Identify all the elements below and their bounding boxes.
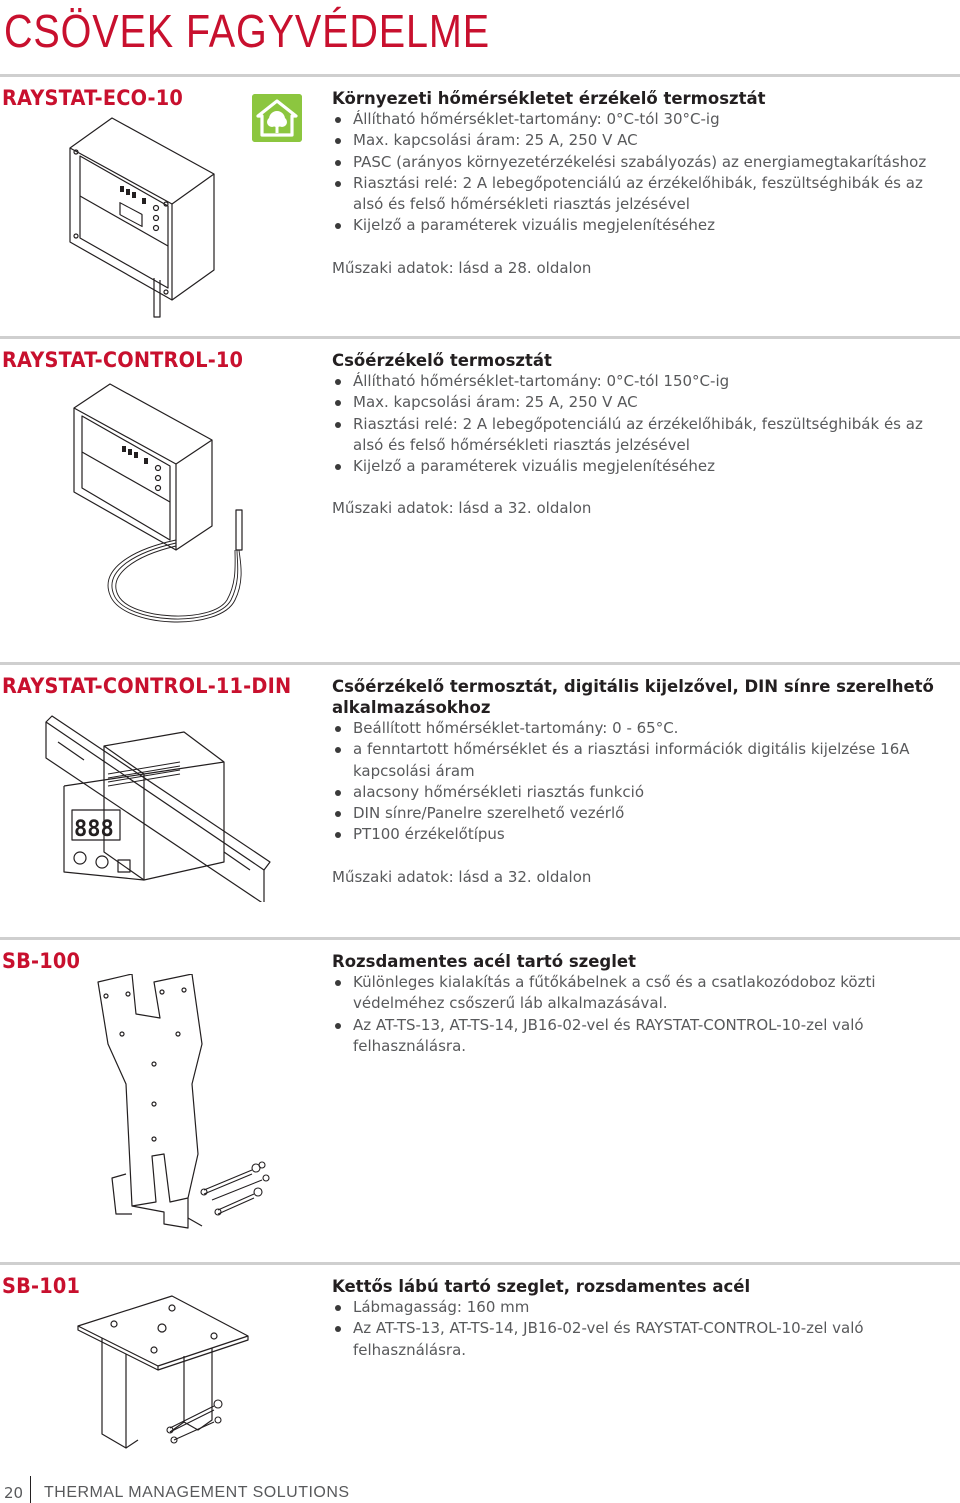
product-section-raystat-eco-10: RAYSTAT-ECO-10 Környezeti hőmérsékletet … <box>0 74 960 324</box>
eco-house-tree-icon <box>252 94 302 142</box>
din-rail-thermostat-illustration: 888 <box>45 715 271 902</box>
tech-reference: Műszaki adatok: lásd a 32. oldalon <box>332 499 592 518</box>
feature-item: Max. kapcsolási áram: 25 A, 250 V AC <box>332 392 942 413</box>
product-section-raystat-control-11-din: RAYSTAT-CONTROL-11-DIN Csőérzékelő termo… <box>0 662 960 932</box>
product-description: Környezeti hőmérsékletet érzékelő termos… <box>332 88 942 279</box>
section-divider <box>0 662 960 665</box>
footer-divider <box>30 1476 31 1503</box>
page-number: 20 <box>4 1484 24 1502</box>
section-divider <box>0 74 960 77</box>
feature-list: Beállított hőmérséklet-tartomány: 0 - 65… <box>332 718 942 846</box>
page-footer: 20 THERMAL MANAGEMENT SOLUTIONS <box>0 1476 960 1503</box>
support-bracket-sb-101-illustration <box>77 1295 249 1449</box>
page-title: CSÖVEK FAGYVÉDELME <box>4 5 490 57</box>
product-name: RAYSTAT-CONTROL-10 <box>2 348 244 372</box>
section-divider <box>0 937 960 940</box>
product-title: Csőérzékelő termosztát <box>332 351 552 370</box>
product-title: Csőérzékelő termosztát, digitális kijelz… <box>332 677 934 717</box>
support-bracket-sb-100-illustration <box>97 974 270 1229</box>
feature-item: Az AT-TS-13, AT-TS-14, JB16-02-vel és RA… <box>332 1318 942 1361</box>
feature-item: Beállított hőmérséklet-tartomány: 0 - 65… <box>332 718 942 739</box>
section-divider <box>0 336 960 339</box>
product-section-sb-101: SB-101 Kettős lábú tartó szeglet, rozsda… <box>0 1262 960 1462</box>
product-description: Csőérzékelő termosztát, digitális kijelz… <box>332 676 942 888</box>
product-title: Kettős lábú tartó szeglet, rozsdamentes … <box>332 1277 751 1296</box>
tech-reference: Műszaki adatok: lásd a 28. oldalon <box>332 258 592 277</box>
feature-item: Állítható hőmérséklet-tartomány: 0°C-tól… <box>332 371 942 392</box>
feature-list: Állítható hőmérséklet-tartomány: 0°C-tól… <box>332 371 942 477</box>
feature-item: DIN sínre/Panelre szerelhető vezérlő <box>332 803 942 824</box>
feature-item: Riasztási relé: 2 A lebegőpotenciálú az … <box>332 414 942 457</box>
product-name: RAYSTAT-CONTROL-11-DIN <box>2 674 292 698</box>
product-section-raystat-control-10: RAYSTAT-CONTROL-10 Csőérzékelő termosztá… <box>0 336 960 656</box>
feature-item: Max. kapcsolási áram: 25 A, 250 V AC <box>332 130 942 151</box>
feature-list: Állítható hőmérséklet-tartomány: 0°C-tól… <box>332 109 942 237</box>
thermostat-eco-illustration <box>69 117 215 318</box>
product-name: SB-101 <box>2 1274 81 1298</box>
section-divider <box>0 1262 960 1265</box>
product-description: Kettős lábú tartó szeglet, rozsdamentes … <box>332 1276 942 1361</box>
product-section-sb-100: SB-100 Rozsdamentes acél tartó szeglet K… <box>0 937 960 1257</box>
feature-item: Riasztási relé: 2 A lebegőpotenciálú az … <box>332 173 942 216</box>
tech-reference: Műszaki adatok: lásd a 32. oldalon <box>332 867 592 886</box>
feature-item: Különleges kialakítás a fűtőkábelnek a c… <box>332 972 942 1015</box>
thermostat-control-illustration <box>73 383 243 623</box>
product-name: RAYSTAT-ECO-10 <box>2 86 184 110</box>
feature-item: PT100 érzékelőtípus <box>332 824 942 845</box>
product-description: Rozsdamentes acél tartó szeglet Különleg… <box>332 951 942 1057</box>
feature-item: a fenntartott hőmérséklet és a riasztási… <box>332 739 942 782</box>
feature-list: Különleges kialakítás a fűtőkábelnek a c… <box>332 972 942 1057</box>
footer-brand-text: THERMAL MANAGEMENT SOLUTIONS <box>44 1484 350 1501</box>
product-name: SB-100 <box>2 949 81 973</box>
feature-item: alacsony hőmérsékleti riasztás funkció <box>332 782 942 803</box>
product-description: Csőérzékelő termosztát Állítható hőmérsé… <box>332 350 942 519</box>
feature-item: Állítható hőmérséklet-tartomány: 0°C-tól… <box>332 109 942 130</box>
feature-item: Kijelző a paraméterek vizuális megjelení… <box>332 215 942 236</box>
feature-item: Az AT-TS-13, AT-TS-14, JB16-02-vel és RA… <box>332 1015 942 1058</box>
feature-list: Lábmagasság: 160 mm Az AT-TS-13, AT-TS-1… <box>332 1297 942 1361</box>
svg-text:888: 888 <box>74 817 114 842</box>
feature-item: Lábmagasság: 160 mm <box>332 1297 942 1318</box>
feature-item: Kijelző a paraméterek vizuális megjelení… <box>332 456 942 477</box>
product-title: Rozsdamentes acél tartó szeglet <box>332 952 636 971</box>
feature-item: PASC (arányos környezetérzékelési szabál… <box>332 152 942 173</box>
product-title: Környezeti hőmérsékletet érzékelő termos… <box>332 89 766 108</box>
